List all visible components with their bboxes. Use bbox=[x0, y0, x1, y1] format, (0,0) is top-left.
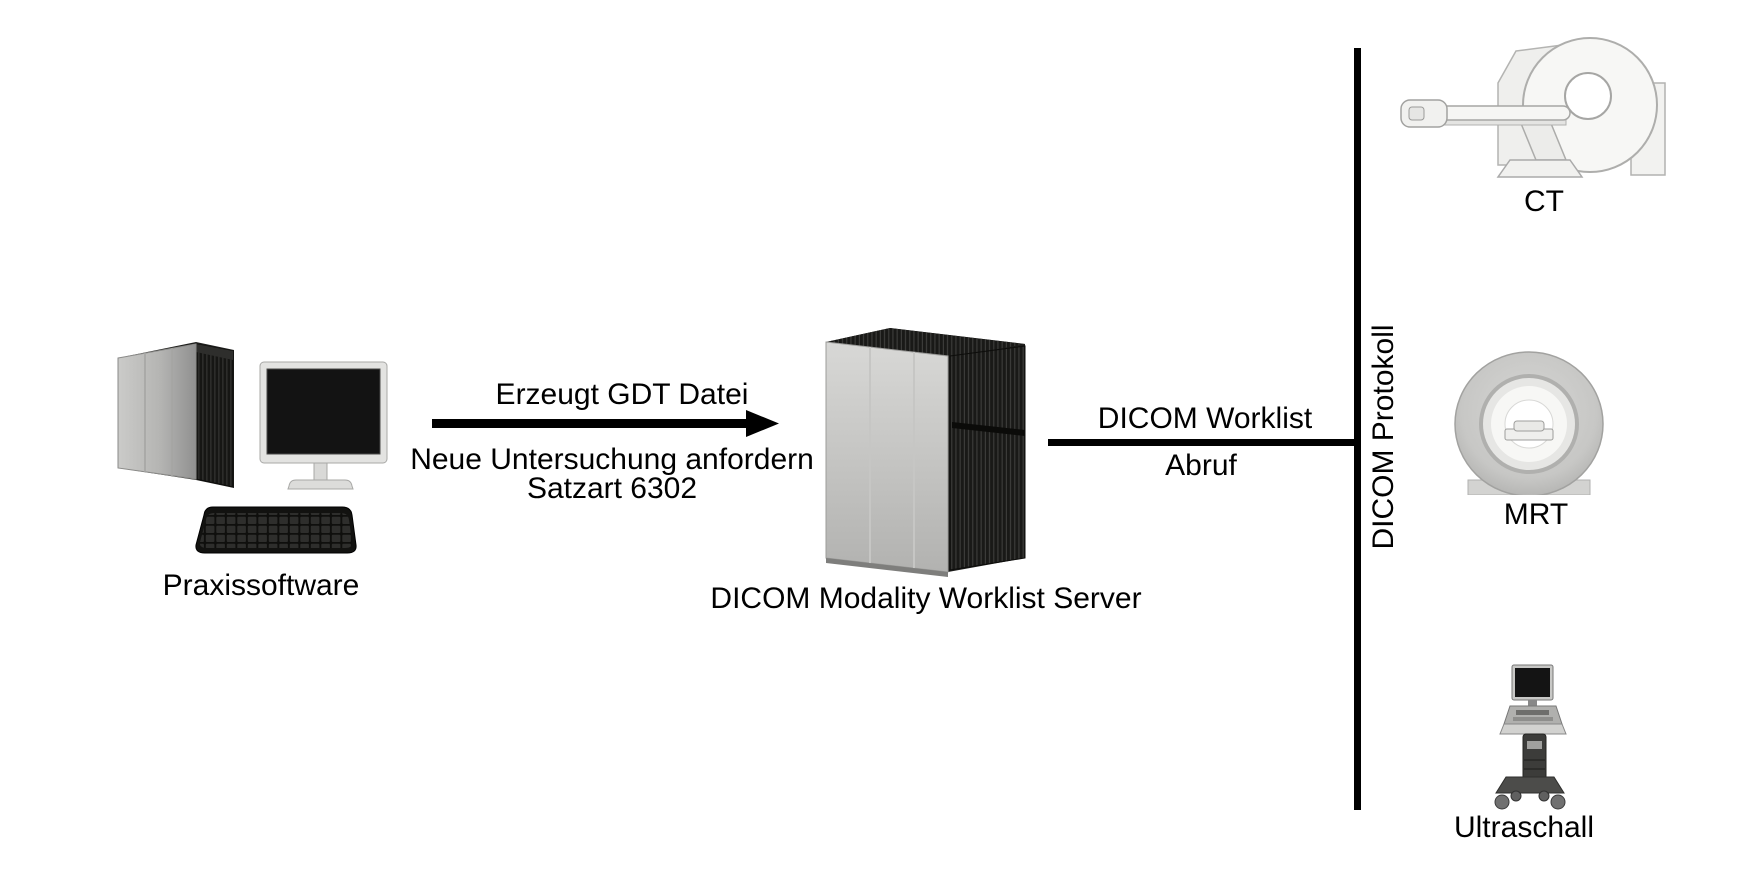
mrt-scanner-image bbox=[1448, 345, 1612, 501]
gdt-caption-above: Erzeugt GDT Datei bbox=[495, 378, 749, 411]
pc-tower-icon bbox=[117, 342, 234, 488]
gdt-arrow bbox=[428, 403, 780, 444]
server-image bbox=[810, 318, 1050, 580]
ultraschall-label: Ultraschall bbox=[1453, 811, 1595, 844]
server-label: DICOM Modality Worklist Server bbox=[710, 582, 1142, 615]
praxis-workstation-image bbox=[100, 300, 410, 570]
monitor-icon bbox=[259, 361, 388, 490]
server-tower-icon bbox=[825, 328, 1026, 577]
ultrasound-machine-icon bbox=[1494, 664, 1567, 810]
dicom-protokoll-label: DICOM Protokoll bbox=[1367, 324, 1400, 550]
dicom-protocol-bus-line bbox=[1354, 48, 1361, 810]
ct-scanner-image bbox=[1398, 25, 1670, 183]
ultrasound-image bbox=[1486, 650, 1574, 812]
worklist-caption-below: Abruf bbox=[1165, 449, 1237, 482]
ct-scanner-icon bbox=[1400, 37, 1666, 178]
gdt-caption-below-1: Neue Untersuchung anfordern bbox=[410, 443, 814, 476]
worklist-line bbox=[1048, 439, 1356, 446]
keyboard-icon bbox=[195, 506, 357, 554]
praxissoftware-label: Praxissoftware bbox=[162, 569, 360, 602]
gdt-caption-below-2: Satzart 6302 bbox=[526, 472, 698, 505]
ct-label: CT bbox=[1524, 185, 1564, 218]
worklist-caption-above: DICOM Worklist bbox=[1097, 402, 1313, 435]
mrt-scanner-icon bbox=[1448, 351, 1612, 501]
mrt-label: MRT bbox=[1503, 498, 1569, 531]
